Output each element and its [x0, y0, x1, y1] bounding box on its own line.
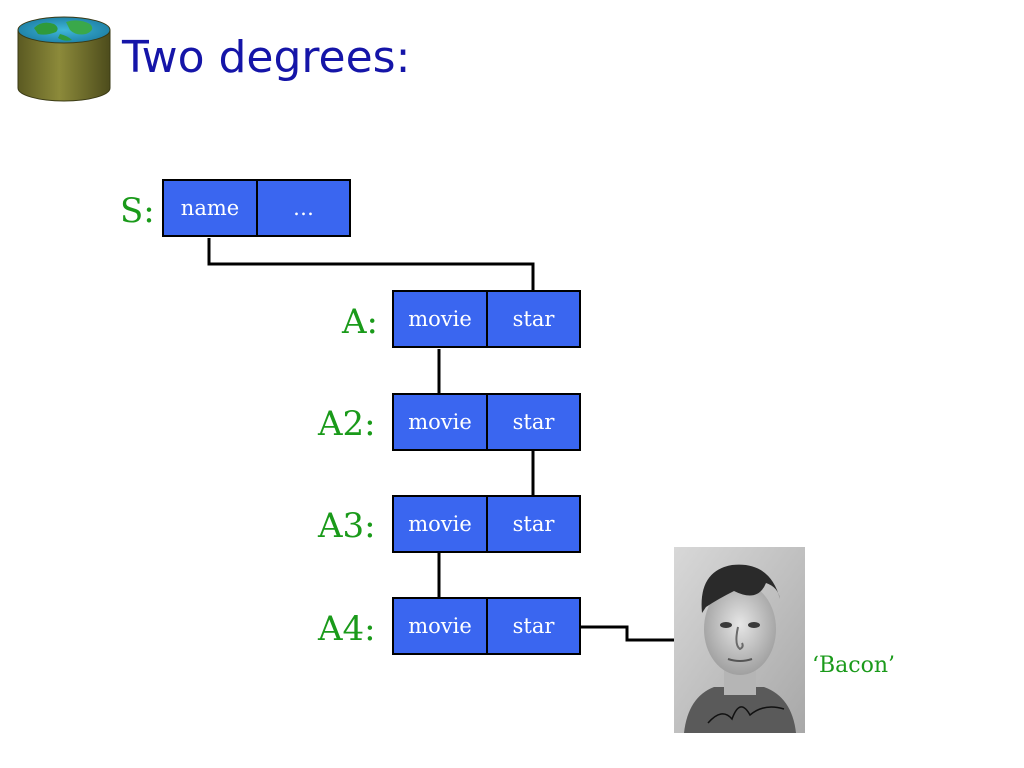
relation-label-a4: A4:	[318, 609, 376, 649]
relation-label-s: S:	[120, 191, 155, 231]
connector-s-name-to-a-star	[207, 238, 535, 290]
a-star-cell: star	[486, 290, 581, 348]
slide-title: Two degrees:	[122, 32, 411, 83]
a3-movie-cell: movie	[392, 495, 488, 553]
a2-star-cell: star	[486, 393, 581, 451]
relation-label-a: A:	[342, 302, 379, 342]
a4-movie-cell: movie	[392, 597, 488, 655]
s-name-cell: name	[162, 179, 258, 237]
a-movie-cell: movie	[392, 290, 488, 348]
a2-movie-cell: movie	[392, 393, 488, 451]
connector-a4-star-to-bacon	[580, 625, 676, 642]
globe-database-icon	[17, 16, 111, 102]
bacon-value-label: ‘Bacon’	[812, 653, 896, 678]
relation-label-a2: A2:	[318, 404, 376, 444]
a4-star-cell: star	[486, 597, 581, 655]
a3-star-cell: star	[486, 495, 581, 553]
portrait-photo	[674, 547, 805, 733]
s-ellipsis-cell: …	[256, 179, 351, 237]
relation-label-a3: A3:	[318, 506, 376, 546]
